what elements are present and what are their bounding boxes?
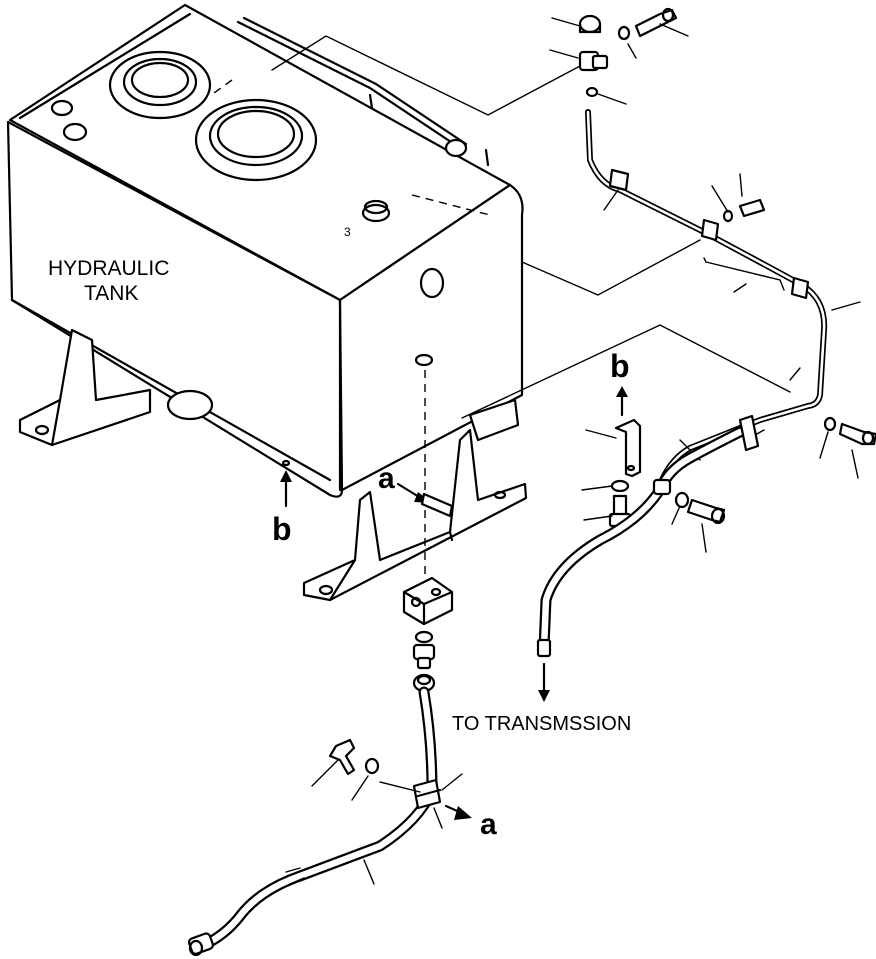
port-mark	[414, 353, 434, 367]
ref-label-b-tank: b	[272, 511, 292, 547]
hydraulic-tank	[6, 3, 528, 602]
adapter-fitting	[412, 643, 436, 670]
o-ring	[414, 630, 434, 644]
mounting-bracket	[614, 418, 642, 478]
tank-stand-left	[18, 328, 214, 447]
pipe-clamp-1	[608, 168, 630, 192]
lower-hose-clamp	[412, 778, 442, 810]
tank-top-port-lower	[194, 98, 318, 182]
ref-arrow-b-tank	[280, 470, 292, 508]
bolt-set-side	[823, 416, 876, 446]
ref-arrow-a-tank	[396, 482, 454, 518]
tank-label-line2: TANK	[84, 282, 138, 305]
pipe-clamp-3	[790, 276, 810, 300]
tank-stand-right	[302, 398, 528, 602]
bolt-set-upper	[722, 198, 766, 223]
lower-clamp-bolt	[328, 738, 356, 776]
destination-arrow	[538, 662, 550, 702]
breather-fitting	[361, 199, 391, 223]
tank-plug	[50, 99, 74, 117]
destination-label: TO TRANSMSSION	[452, 713, 631, 735]
clamp-bolt	[686, 498, 726, 525]
ref-arrow-a-lower	[444, 804, 472, 820]
pipe-clamp-2	[700, 218, 720, 242]
ref-mark-3: 3	[344, 225, 351, 239]
hose-fitting-lower	[187, 932, 214, 957]
tank-boss	[62, 122, 88, 142]
hose-end-lower	[536, 638, 552, 658]
clamp-washer	[674, 491, 690, 509]
lower-clamp-washer	[364, 757, 380, 775]
tank-top-port-upper	[108, 50, 212, 120]
ref-label-a-tank: a	[378, 462, 395, 495]
drain-block	[402, 576, 454, 626]
elbow-fitting-top	[578, 7, 678, 98]
hose-clamp	[652, 478, 672, 496]
sight-gauge	[419, 267, 445, 299]
ref-label-a-lower: a	[480, 808, 497, 841]
ref-label-b-right: b	[610, 348, 630, 384]
ref-arrow-b-right	[616, 386, 628, 417]
washer-mid	[610, 479, 630, 493]
hose-end-fitting	[738, 414, 760, 452]
tank-label-line1: HYDRAULIC	[48, 257, 169, 280]
